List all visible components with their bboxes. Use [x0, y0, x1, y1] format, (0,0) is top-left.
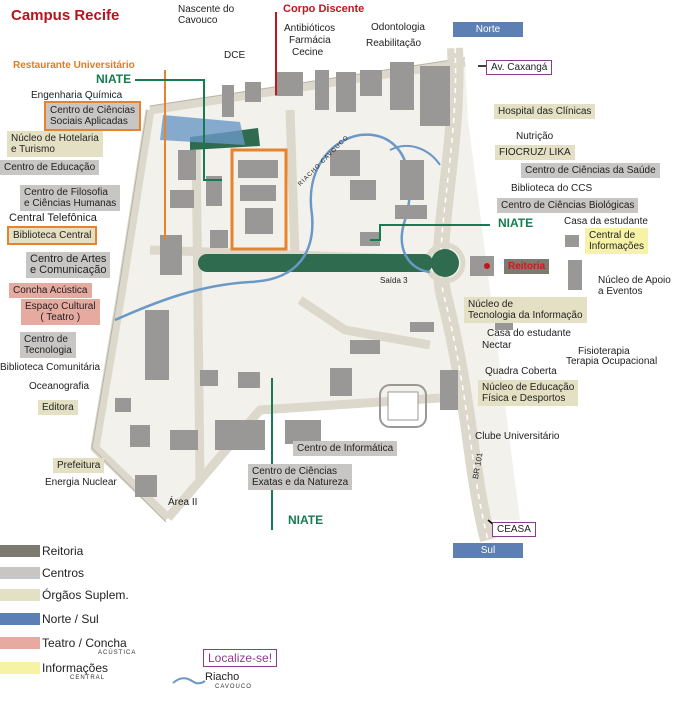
farmacia-label: Farmácia	[289, 35, 331, 46]
legend-label-orgaos: Órgãos Suplem.	[42, 588, 129, 602]
energia-label: Energia Nuclear	[45, 477, 117, 488]
nefd-label: Núcleo de Educação Física e Desportos	[478, 380, 579, 406]
legend-label-reitoria: Reitoria	[42, 544, 84, 558]
casa-estudante2-label: Casa do estudante	[487, 328, 571, 339]
area2-label: Área II	[168, 497, 198, 508]
nutricao-label: Nutrição	[516, 131, 554, 142]
ctg-label: Centro de Tecnologia	[20, 332, 76, 358]
casa-estudante1-label: Casa da estudante	[564, 216, 648, 227]
odontologia-label: Odontologia	[371, 22, 425, 33]
restaurante-label: Restaurante Universitário	[13, 60, 135, 71]
restaurante-highlight	[230, 148, 288, 251]
legend-sub-teatro: ACÚSTICA	[98, 650, 137, 656]
legend-swatch-orgaos	[0, 589, 40, 601]
ccsa-label: Centro de Ciências Sociais Aplicadas	[43, 101, 142, 131]
water-patch	[160, 115, 245, 145]
norte-badge: Norte	[453, 22, 523, 37]
quadra-label: Quadra Coberta	[485, 366, 557, 377]
dce-label: DCE	[224, 50, 246, 61]
ccen-label: Centro de Ciências Exatas e da Natureza	[248, 464, 353, 490]
editora-label: Editora	[38, 400, 78, 415]
cfch-label: Centro de Filosofia e Ciências Humanas	[20, 185, 121, 211]
riacho-legend-sub: CAVOUCO	[215, 684, 252, 690]
fisioterapia-label: Fisioterapia	[578, 346, 630, 357]
niate-label-2: NIATE	[498, 216, 534, 230]
nectar-label: Nectar	[482, 340, 512, 351]
sul-badge: Sul	[453, 543, 523, 558]
ceasa-label: CEASA	[492, 522, 536, 537]
niate-leader-1	[135, 79, 222, 181]
legend-swatch-centros	[0, 567, 40, 579]
clube-label: Clube Universitário	[475, 431, 560, 442]
niate-label-3: NIATE	[288, 513, 324, 527]
sports-field	[379, 384, 427, 428]
av-caxanga-label: Av. Caxangá	[486, 60, 553, 75]
nucleo-apoio-label: Núcleo de Apoio a Eventos	[598, 275, 671, 297]
sports-pitch	[387, 391, 419, 421]
legend-label-norte-sul: Norte / Sul	[42, 612, 99, 626]
saida3-label: Saída 3	[380, 276, 408, 285]
green-boulevard	[198, 254, 433, 272]
cecine-label: Cecine	[292, 47, 324, 58]
central-tel-label: Central Telefônica	[9, 212, 97, 224]
localize-button[interactable]: Localize-se!	[203, 649, 278, 667]
cin-label: Centro de Informática	[293, 441, 398, 456]
central-info-label: Central de Informações	[585, 228, 649, 254]
eng-quimica-label: Engenharia Química	[31, 90, 123, 101]
reitoria-label: Reitoria	[504, 259, 550, 274]
fiocruz-label: FIOCRUZ/ LIKA	[495, 145, 575, 160]
terapia-label: Terapia Ocupacional	[566, 356, 658, 367]
riacho-branch	[389, 145, 441, 166]
ccs-label: Centro de Ciências da Saúde	[521, 163, 660, 178]
reabilitacao-label: Reabilitação	[366, 38, 422, 49]
highway-line	[440, 47, 489, 541]
legend-label-teatro: Teatro / Concha	[42, 636, 127, 650]
prefeitura-label: Prefeitura	[53, 458, 105, 473]
hotelaria-label: Núcleo de Hotelaria e Turismo	[7, 131, 103, 157]
riacho-river	[114, 133, 431, 322]
nti-label: Núcleo de Tecnologia da Informação	[464, 297, 587, 323]
reitoria-dot	[484, 263, 490, 269]
nascente-label: Nascente do Cavouco	[178, 4, 235, 26]
buildings	[115, 62, 582, 497]
espaco-cultural-label: Espaço Cultural ( Teatro )	[21, 299, 100, 325]
legend-swatch-reitoria	[0, 545, 40, 557]
map-title: Campus Recife	[11, 7, 120, 24]
niate-leader-2	[370, 224, 490, 241]
biblioteca-central-label: Biblioteca Central	[6, 226, 98, 245]
concha-label: Concha Acústica	[9, 283, 92, 298]
ce-label: Centro de Educação	[0, 160, 100, 175]
ccb-label: Centro de Ciências Biológicas	[497, 198, 639, 213]
legend-swatch-norte-sul	[0, 613, 40, 625]
cac-label: Centro de Artes e Comunicação	[26, 252, 111, 278]
hospital-label: Hospital das Clínicas	[494, 104, 596, 119]
legend-label-info: Informações	[42, 661, 109, 675]
legend-swatch-info	[0, 662, 40, 674]
oceanografia-label: Oceanografia	[29, 381, 90, 392]
legend-swatch-teatro	[0, 637, 40, 649]
riacho-legend-label: Riacho	[205, 671, 240, 683]
niate-label-1: NIATE	[96, 72, 132, 86]
bib-comunitaria-label: Biblioteca Comunitária	[0, 362, 101, 373]
map-legend: Reitoria Centros Órgãos Suplem. Norte / …	[0, 540, 300, 700]
roundabout	[431, 249, 459, 277]
corpo-discente-label: Corpo Discente	[283, 3, 365, 15]
legend-sub-info: CENTRAL	[70, 675, 106, 681]
legend-label-centros: Centros	[42, 566, 85, 580]
antibioticos-label: Antibióticos	[284, 23, 336, 34]
riacho-legend-icon	[172, 677, 206, 685]
biblioteca-ccs-label: Biblioteca do CCS	[511, 183, 593, 194]
